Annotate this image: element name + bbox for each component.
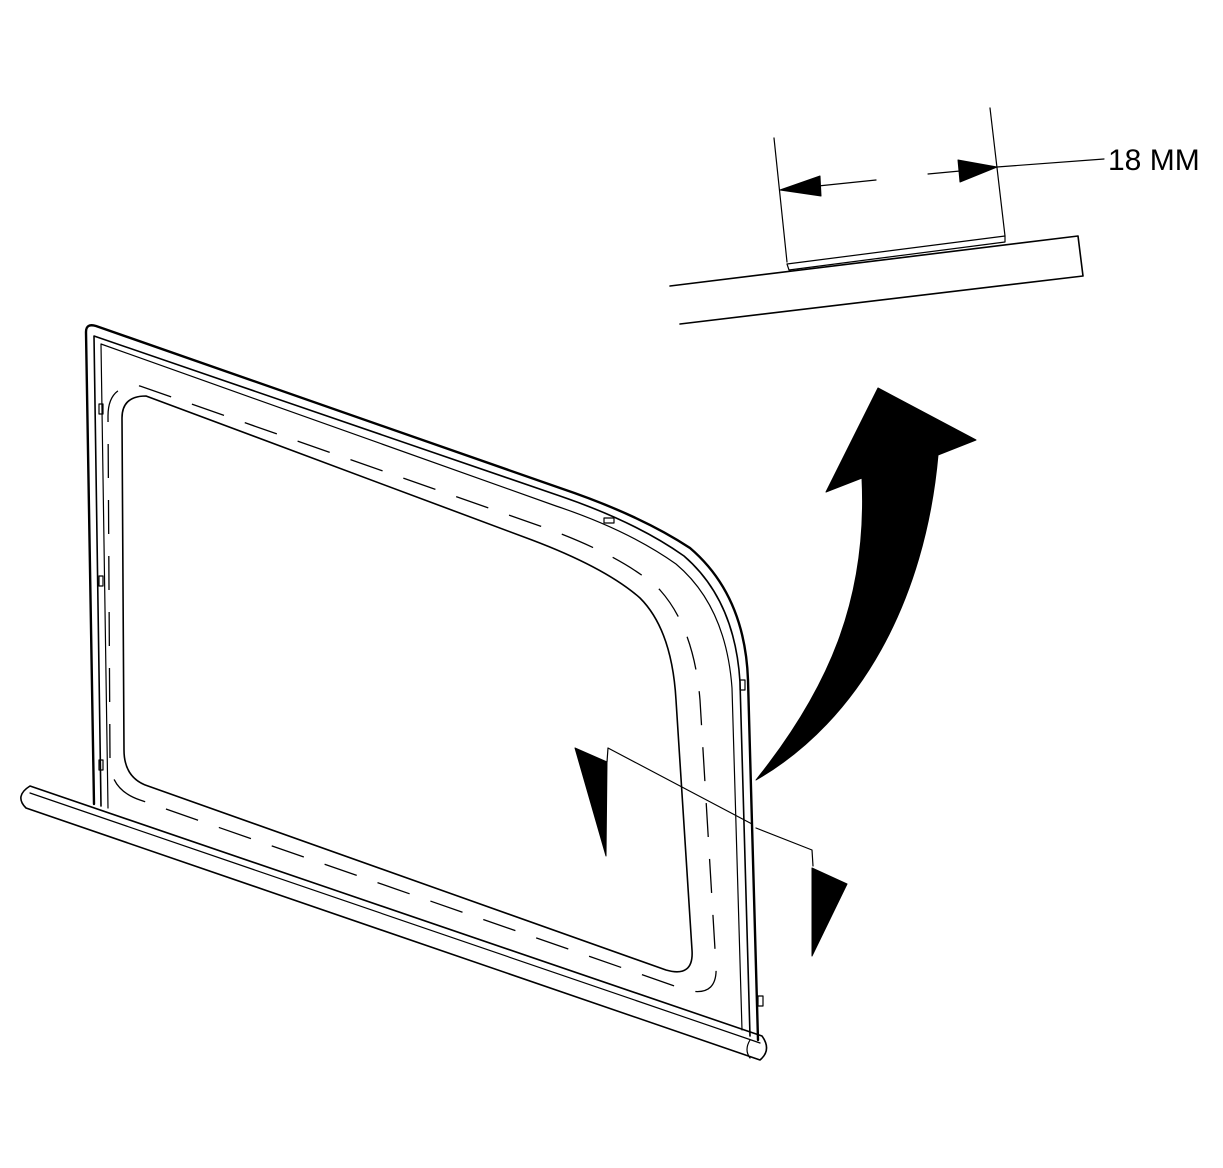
window-frame-flange <box>93 335 751 1037</box>
extension-line-left <box>773 137 788 263</box>
seal-strip <box>786 235 1006 271</box>
window-frame-inner-edge <box>100 343 743 1031</box>
section-view-arrow-icon <box>574 747 848 957</box>
bottom-trim-molding <box>20 785 768 1061</box>
dimension-leader <box>996 158 1105 168</box>
bottom-trim-molding-edge <box>746 1039 751 1059</box>
window-glass-assembly <box>20 324 768 1061</box>
glass-daylight-opening <box>121 395 693 973</box>
window-outer-frame <box>84 324 760 1042</box>
urethane-bead-dashed <box>107 385 717 993</box>
body-panel-section <box>669 235 1084 325</box>
curved-arrow-icon <box>755 387 977 781</box>
dimension-label: 18 MM <box>1108 144 1200 177</box>
extension-line-right <box>989 107 1006 237</box>
retainer-clip-markers <box>98 403 764 1007</box>
seal-detail-view: 18 MM <box>669 107 1200 325</box>
bottom-trim-molding-highlight <box>29 792 761 1044</box>
dimension-arrow-icon <box>779 159 998 197</box>
